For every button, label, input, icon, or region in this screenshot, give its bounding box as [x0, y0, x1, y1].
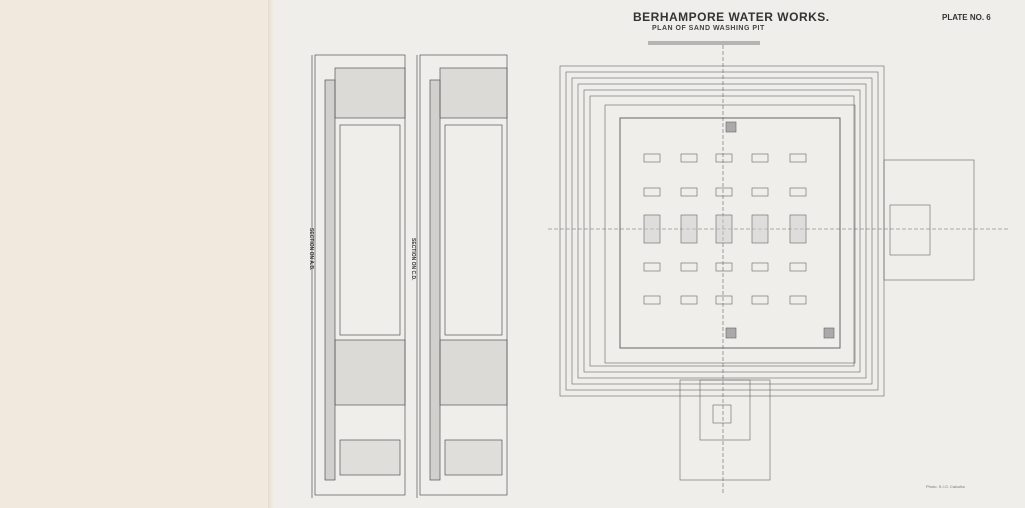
grating-block — [715, 214, 733, 244]
masonry-base — [339, 439, 401, 476]
inlet-chamber — [889, 204, 931, 256]
photo-credit: Photo. S.I.O. Calcutta — [926, 484, 965, 489]
grating-block — [680, 295, 698, 305]
masonry-bottom — [334, 339, 406, 406]
grating-block — [680, 153, 698, 163]
masonry-top — [334, 67, 406, 119]
grating-block — [715, 187, 733, 197]
scale-bar — [648, 41, 760, 45]
masonry-base — [444, 439, 503, 476]
grating-block — [789, 187, 807, 197]
valve-box — [712, 404, 732, 424]
pit-surround — [604, 104, 856, 364]
page-fold — [268, 0, 274, 508]
grating-block — [643, 262, 661, 272]
wall-hatch — [324, 79, 336, 481]
grating-block — [751, 295, 769, 305]
grating-block — [751, 262, 769, 272]
masonry-top — [439, 67, 508, 119]
section-outline — [314, 54, 406, 496]
grating-block — [680, 214, 698, 244]
grating-block — [789, 295, 807, 305]
grating-block — [643, 295, 661, 305]
drawing-subtitle: PLAN OF SAND WASHING PIT — [652, 25, 765, 32]
corner-pier — [725, 327, 737, 339]
drawing-title: BERHAMPORE WATER WORKS. — [633, 10, 830, 24]
masonry-bottom — [439, 339, 508, 406]
outer-wall-line — [583, 89, 861, 373]
grating-block — [643, 187, 661, 197]
grating-block — [751, 187, 769, 197]
outer-wall-line — [565, 71, 879, 391]
grating-block — [789, 214, 807, 244]
grating-block — [789, 153, 807, 163]
grating-block — [643, 214, 661, 244]
plate-number: PLATE NO. 6 — [942, 13, 991, 22]
corner-pier — [823, 327, 835, 339]
grating-block — [680, 262, 698, 272]
sections-drawing — [311, 54, 508, 498]
section-label-ab: SECTION ON A.B. — [308, 228, 314, 271]
grating-block — [715, 295, 733, 305]
grating-block — [715, 153, 733, 163]
corner-pier — [725, 121, 737, 133]
pit-wall — [619, 117, 841, 349]
grating-block — [680, 187, 698, 197]
plan-drawing — [548, 45, 1010, 495]
outer-wall-line — [589, 95, 855, 367]
grating-block — [643, 153, 661, 163]
wall-hatch — [429, 79, 441, 481]
grating-block — [751, 153, 769, 163]
section-outline — [419, 54, 508, 496]
outer-wall-line — [577, 83, 867, 379]
outlet-inner — [699, 379, 751, 441]
grating-block — [751, 214, 769, 244]
outlet-arm — [679, 379, 771, 481]
inlet-arm — [883, 159, 975, 281]
grating-block — [715, 262, 733, 272]
section-label-cd: SECTION ON C.D. — [410, 238, 416, 281]
pit-chamber — [339, 124, 401, 336]
outer-wall-line — [571, 77, 873, 385]
blank-left-page — [0, 0, 270, 508]
drawing-sheet — [274, 0, 1025, 508]
pit-chamber — [444, 124, 503, 336]
grating-block — [789, 262, 807, 272]
